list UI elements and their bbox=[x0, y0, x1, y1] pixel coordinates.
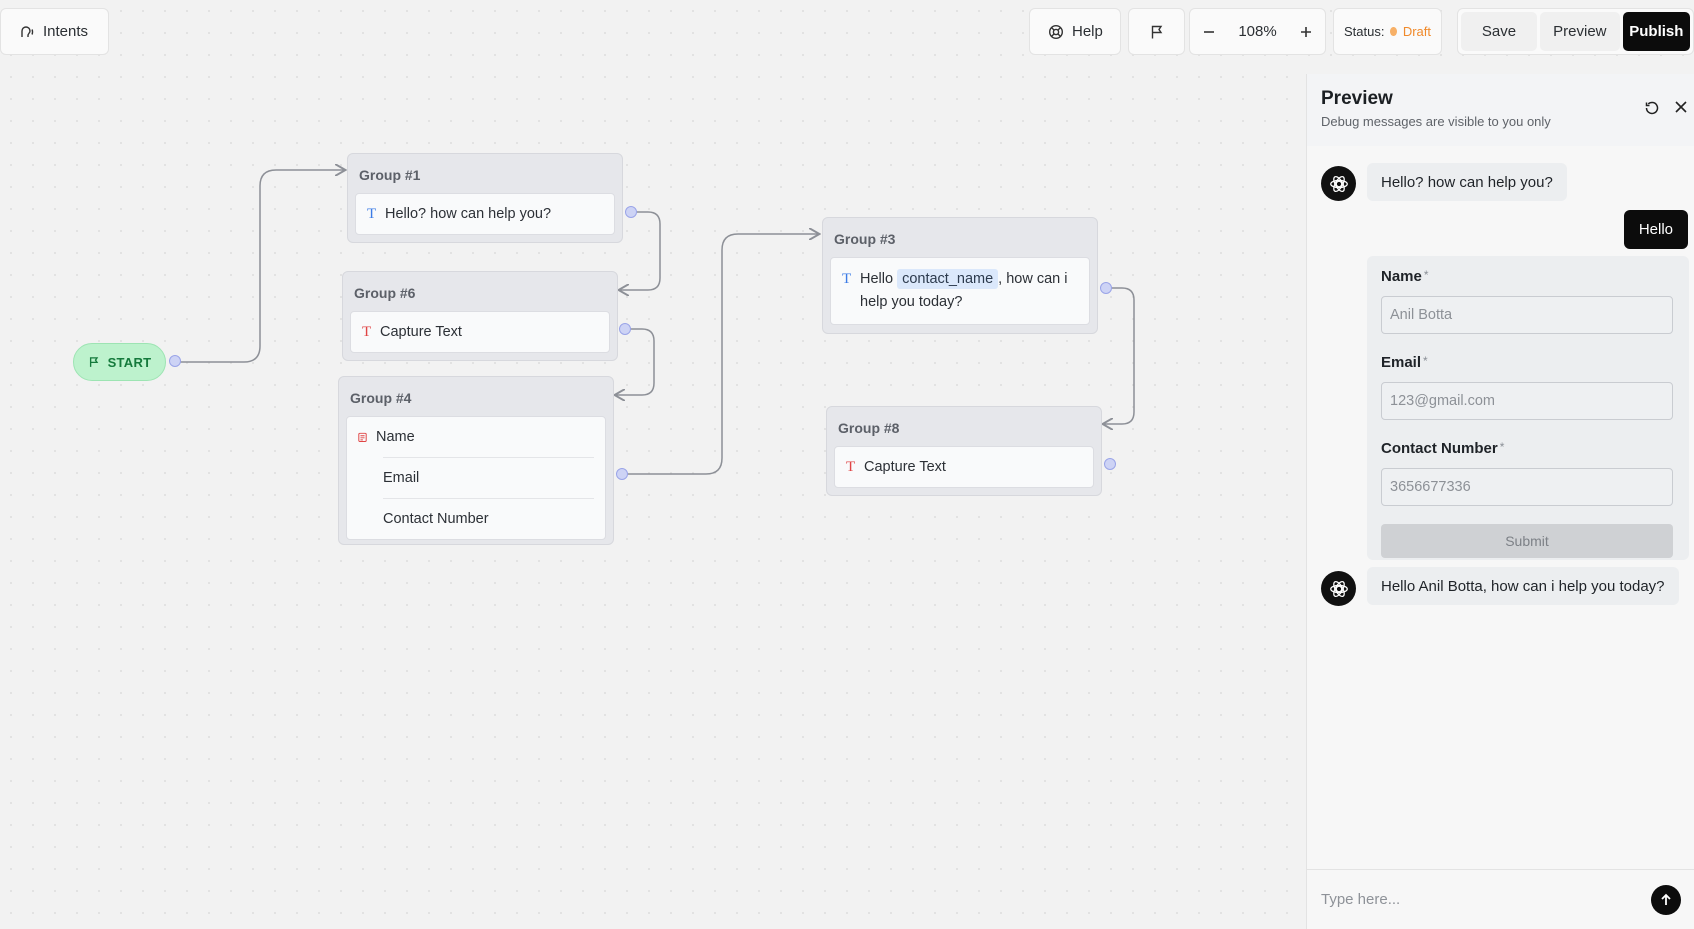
status-badge: Draft bbox=[1402, 24, 1431, 39]
user-message: Hello bbox=[1623, 210, 1688, 249]
intents-button[interactable]: Intents bbox=[0, 8, 109, 55]
field-label: Name* bbox=[1381, 268, 1429, 285]
block-text: Name bbox=[376, 429, 415, 445]
refresh-icon[interactable] bbox=[1644, 100, 1660, 116]
flag-button[interactable] bbox=[1128, 8, 1185, 55]
send-button[interactable] bbox=[1651, 884, 1681, 915]
start-output-handle[interactable] bbox=[169, 355, 181, 367]
contact-number-field[interactable]: 3656677336 bbox=[1381, 468, 1673, 506]
field-label: Contact Number* bbox=[1381, 440, 1505, 457]
zoom-control: 108% bbox=[1189, 8, 1326, 55]
message-composer: Type here... bbox=[1307, 869, 1694, 929]
group-title: Group #6 bbox=[354, 285, 416, 301]
group-6-node[interactable]: Group #6 T Capture Text bbox=[342, 271, 618, 361]
text-block[interactable]: T Hello contact_name, how can i help you… bbox=[830, 257, 1090, 325]
flag-icon bbox=[88, 356, 100, 368]
zoom-value: 108% bbox=[1238, 23, 1277, 40]
zoom-in-icon[interactable] bbox=[1299, 25, 1313, 39]
message-input[interactable]: Type here... bbox=[1321, 891, 1401, 908]
zoom-out-icon[interactable] bbox=[1202, 25, 1216, 39]
flow-edges bbox=[176, 0, 1135, 475]
group-3-output-handle[interactable] bbox=[1100, 282, 1112, 294]
intents-label: Intents bbox=[43, 23, 89, 40]
bot-avatar bbox=[1321, 166, 1356, 201]
edge-group1-group6 bbox=[620, 211, 661, 290]
text-type-icon: T bbox=[842, 271, 852, 287]
group-8-node[interactable]: Group #8 T Capture Text bbox=[826, 406, 1102, 496]
input-type-icon: T bbox=[362, 323, 372, 340]
form-type-icon bbox=[358, 431, 367, 443]
capture-text-block[interactable]: T Capture Text bbox=[350, 311, 610, 353]
bot-message: Hello? how can help you? bbox=[1367, 163, 1567, 201]
help-label: Help bbox=[1072, 23, 1103, 40]
status-label: Status: bbox=[1344, 24, 1385, 39]
capture-text-block[interactable]: T Capture Text bbox=[834, 446, 1094, 488]
block-text: Capture Text bbox=[864, 459, 946, 475]
block-text: Contact Number bbox=[383, 511, 489, 527]
text-block[interactable]: T Hello? how can help you? bbox=[355, 193, 615, 235]
edge-group6-group4 bbox=[616, 328, 655, 395]
bot-message: Hello Anil Botta, how can i help you tod… bbox=[1367, 567, 1679, 605]
bot-logo-icon bbox=[1329, 175, 1348, 192]
edge-group4-group3 bbox=[625, 234, 818, 475]
help-button[interactable]: Help bbox=[1029, 8, 1121, 55]
save-button[interactable]: Save bbox=[1461, 12, 1537, 51]
status-dot-icon bbox=[1390, 27, 1397, 36]
group-4-output-handle[interactable] bbox=[616, 468, 628, 480]
bot-logo-icon bbox=[1329, 580, 1348, 597]
publish-button[interactable]: Publish bbox=[1622, 12, 1690, 51]
input-type-icon: T bbox=[846, 458, 856, 475]
preview-header: Preview Debug messages are visible to yo… bbox=[1307, 74, 1694, 146]
block-text: , how can i bbox=[998, 271, 1068, 287]
block-text: Hello bbox=[860, 271, 894, 287]
block-text: Hello? how can help you? bbox=[385, 206, 552, 222]
group-4-node[interactable]: Group #4 Name Email Contact Number bbox=[338, 376, 614, 545]
arrow-up-icon bbox=[1661, 893, 1671, 905]
group-1-node[interactable]: Group #1 T Hello? how can help you? bbox=[347, 153, 623, 243]
edge-group3-group8 bbox=[1104, 287, 1135, 424]
preview-panel: Preview Debug messages are visible to yo… bbox=[1306, 74, 1694, 929]
bot-avatar bbox=[1321, 571, 1356, 606]
block-text: Email bbox=[383, 470, 420, 486]
preview-subtitle: Debug messages are visible to you only bbox=[1321, 114, 1551, 129]
action-buttons: Save Preview Publish bbox=[1457, 8, 1694, 55]
group-1-output-handle[interactable] bbox=[625, 206, 637, 218]
preview-button[interactable]: Preview bbox=[1539, 12, 1620, 51]
group-title: Group #4 bbox=[350, 390, 412, 406]
preview-title: Preview bbox=[1321, 88, 1393, 109]
name-field[interactable]: Anil Botta bbox=[1381, 296, 1673, 334]
group-title: Group #1 bbox=[359, 167, 421, 183]
start-label: START bbox=[107, 354, 152, 370]
input-form: Name* Anil Botta Email* 123@gmail.com Co… bbox=[1367, 256, 1689, 560]
group-3-node[interactable]: Group #3 T Hello contact_name, how can i… bbox=[822, 217, 1098, 334]
variable-chip: contact_name bbox=[897, 269, 999, 289]
flag-icon bbox=[1149, 24, 1165, 40]
close-icon[interactable] bbox=[1674, 100, 1688, 114]
email-field[interactable]: 123@gmail.com bbox=[1381, 382, 1673, 420]
group-title: Group #3 bbox=[834, 231, 896, 247]
group-6-output-handle[interactable] bbox=[619, 323, 631, 335]
field-label: Email* bbox=[1381, 354, 1428, 371]
status-indicator: Status: Draft bbox=[1333, 8, 1442, 55]
start-node[interactable]: START bbox=[73, 343, 166, 381]
form-block[interactable]: Name Email Contact Number bbox=[346, 416, 606, 540]
group-title: Group #8 bbox=[838, 420, 900, 436]
edge-start-group1 bbox=[176, 170, 344, 363]
divider bbox=[383, 498, 594, 499]
lifebuoy-icon bbox=[1048, 24, 1064, 40]
block-text: help you today? bbox=[860, 294, 963, 310]
intents-icon bbox=[19, 24, 35, 40]
submit-button[interactable]: Submit bbox=[1381, 524, 1673, 558]
group-8-output-handle[interactable] bbox=[1104, 458, 1116, 470]
divider bbox=[383, 457, 594, 458]
block-text: Capture Text bbox=[380, 324, 462, 340]
text-type-icon: T bbox=[367, 205, 377, 222]
